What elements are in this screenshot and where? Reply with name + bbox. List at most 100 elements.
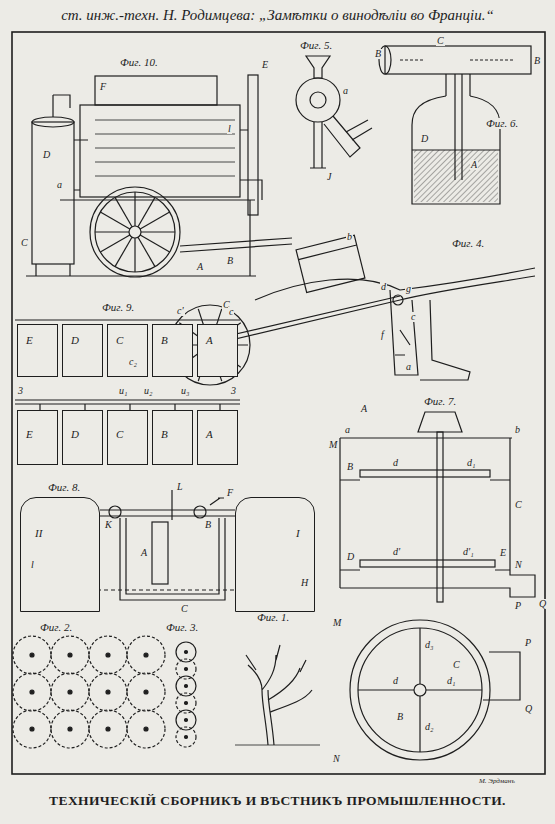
part-letter: B [346,462,354,472]
cellar-box: C [107,410,148,465]
part-letter: E [261,60,269,70]
part-letter: B [204,520,212,530]
part-letter: d₁ [446,676,456,686]
part-letter: d' [392,547,401,557]
figure-number: Фиг. 1. [255,612,291,623]
part-letter: l [30,560,35,570]
part-letter: H [300,578,309,588]
filter-plan [350,620,520,760]
figure-number: Фиг. 10. [118,57,160,68]
cellar-box: A [197,324,238,377]
part-letter: P [524,638,532,648]
cellar-box: A [197,410,238,465]
part-letter: B [396,712,404,722]
part-letter: c₂ [128,357,138,367]
part-letter: d [380,282,387,292]
part-letter: D [42,150,51,160]
part-letter: N [332,754,341,764]
cellar-box: B [152,324,193,377]
part-letter: A [140,548,148,558]
cellar-box: D [62,324,103,377]
part-letter: C [180,604,189,614]
part-letter: B [533,56,541,66]
part-letter: C [452,660,461,670]
cellar-box: E [17,324,58,377]
part-letter: a [344,425,351,435]
part-letter: u₃ [180,386,190,396]
box-letter: D [71,429,79,440]
part-letter: u₁ [118,386,128,396]
figure-number: Фиг. 3. [164,622,200,633]
part-letter: P [514,601,522,611]
part-letter: B [374,49,382,59]
engraver-signature: М. Эрдманъ [478,778,516,785]
part-letter: d₁ [466,458,476,468]
cellar-box: E [17,410,58,465]
cellar-box: B [152,410,193,465]
part-letter: l [227,124,232,134]
figure-number: Фиг. 9. [100,302,136,313]
figure-number: Фиг. 5. [298,40,334,51]
box-letter: A [206,335,213,346]
part-letter: b [514,425,521,435]
pump [296,56,372,168]
part-letter: a [56,180,63,190]
cellar-rail [15,320,240,410]
part-letter: D [420,134,429,144]
part-letter: N [514,560,523,570]
planting-plan [13,636,196,748]
part-letter: 3 [17,386,24,396]
box-letter: D [71,335,79,346]
part-letter: c' [176,306,185,316]
part-letter: f [380,330,385,340]
part-letter: d [392,676,399,686]
part-letter: D [346,552,355,562]
part-letter: A [470,160,478,170]
cellar-box: D [62,410,103,465]
part-letter: 3 [230,386,237,396]
part-letter: C [20,238,29,248]
box-letter: E [26,335,33,346]
part-letter: c [410,312,416,322]
part-letter: Q [538,599,547,609]
figure-number: Фиг. 6. [484,118,520,129]
figure-number: Фиг. 2. [38,622,74,633]
part-letter: F [226,488,234,498]
part-letter: M [332,618,342,628]
part-letter: b [346,232,353,242]
part-letter: A [196,262,204,272]
part-letter: d₃ [424,640,434,650]
part-letter: F [99,82,107,92]
part-letter: K [104,520,113,530]
vine-stock [235,645,320,745]
part-letter: B [226,256,234,266]
sprayer-plough [170,235,535,385]
part-letter: d₂ [424,722,434,732]
figure-number: Фиг. 7. [422,396,458,407]
part-letter: d'₁ [462,547,475,557]
part-letter: a [342,86,349,96]
figure-number: Фиг. 4. [450,238,486,249]
still-cart [26,75,292,277]
page-header: ст. инж.-техн. Н. Родимцева: „Замѣтки о … [0,8,555,23]
part-letter: Q [524,704,533,714]
sulphur-vessel [379,46,531,204]
tank-outline: I [235,497,315,612]
journal-footer: ТЕХНИЧЕСКІЙ СБОРНИКЪ И ВѢСТНИКЪ ПРОМЫШЛЕ… [0,794,555,808]
part-letter: c [228,307,234,317]
box-letter: E [26,429,33,440]
part-letter: a [405,362,412,372]
cellar-box: C [107,324,148,377]
part-letter: L [176,482,184,492]
box-letter: I [296,528,300,539]
part-letter: d [392,458,399,468]
part-letter: u₂ [143,386,153,396]
part-letter: M [328,440,338,450]
box-letter: A [206,429,213,440]
box-letter: C [116,429,123,440]
part-letter: A [360,404,368,414]
figure-number: Фиг. 8. [46,482,82,493]
box-letter: II [35,528,42,539]
part-letter: C [514,500,523,510]
part-letter: E [499,548,507,558]
